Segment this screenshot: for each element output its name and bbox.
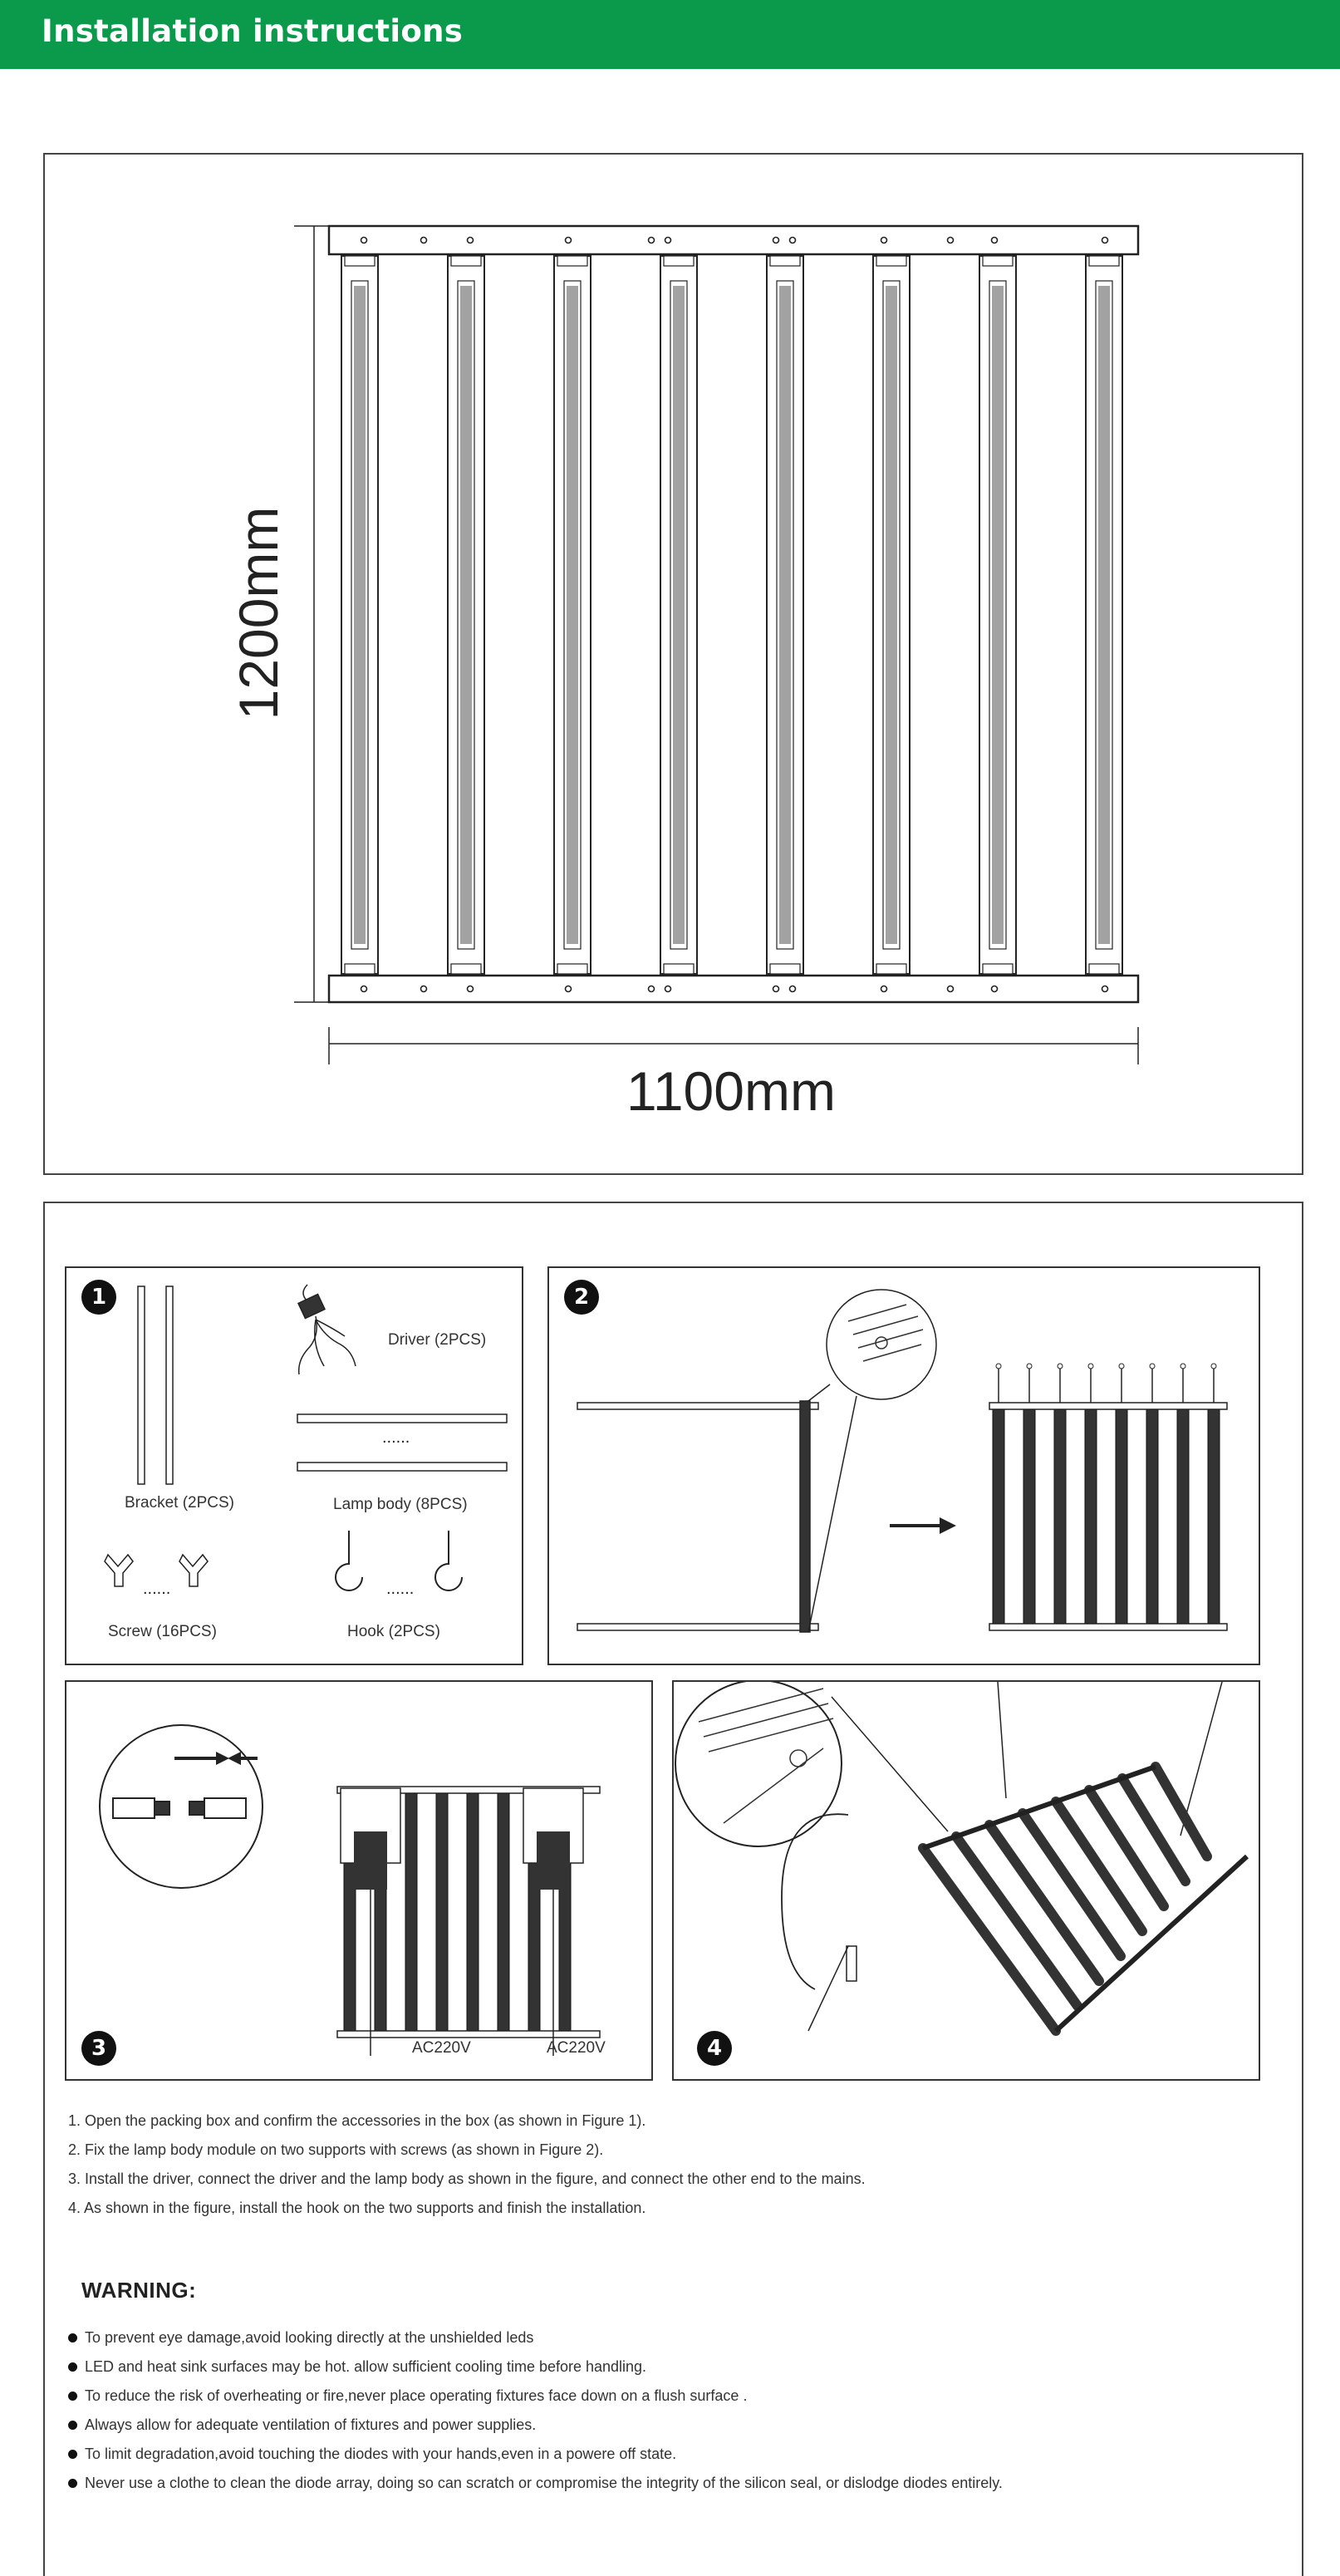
lamp-body-icon — [297, 1413, 508, 1472]
warning-text: LED and heat sink surfaces may be hot. a… — [85, 2358, 647, 2375]
figure-1-accessories: 1 ...... ...... — [65, 1266, 523, 1665]
page-header: Installation instructions — [0, 0, 1340, 69]
warning-text: To reduce the risk of overheating or fir… — [85, 2387, 748, 2404]
hanging-drawing — [675, 1682, 1249, 2036]
accessories-drawing: ...... ...... ...... — [104, 1284, 508, 1598]
bracket-caption: Bracket (2PCS) — [125, 1494, 234, 1512]
bracket-icon — [137, 1286, 174, 1485]
warning-list: To prevent eye damage,avoid looking dire… — [68, 2323, 1264, 2498]
ac220v-left-label: AC220V — [412, 2039, 471, 2057]
driver-icon — [297, 1284, 356, 1375]
figure-2-assembly: 2 — [547, 1266, 1260, 1665]
fixture-dimension-drawing: 1100mm 1200mm — [228, 224, 1140, 1122]
svg-text:......: ...... — [382, 1428, 410, 1447]
hook-caption: Hook (2PCS) — [347, 1623, 440, 1640]
svg-text:......: ...... — [386, 1580, 414, 1598]
warning-text: To prevent eye damage,avoid looking dire… — [85, 2329, 534, 2346]
warning-item: To reduce the risk of overheating or fir… — [68, 2382, 1264, 2411]
wiring-drawing — [99, 1724, 601, 2056]
figure-1-number: 1 — [81, 1280, 116, 1315]
assembly-drawing — [577, 1289, 1228, 1633]
step-text: 3. Install the driver, connect the drive… — [68, 2170, 866, 2187]
bullet-icon — [68, 2450, 77, 2459]
page-title: Installation instructions — [42, 13, 464, 49]
screw-icon — [104, 1553, 209, 1587]
installation-steps: 1. Open the packing box and confirm the … — [68, 2107, 1264, 2223]
warning-text: To limit degradation,avoid touching the … — [85, 2446, 677, 2462]
screw-caption: Screw (16PCS) — [108, 1623, 217, 1640]
warning-item: LED and heat sink surfaces may be hot. a… — [68, 2352, 1264, 2382]
warning-title: WARNING: — [81, 2278, 197, 2303]
step-text: 4. As shown in the figure, install the h… — [68, 2200, 646, 2216]
figure-3-number: 3 — [81, 2031, 116, 2066]
step-text: 1. Open the packing box and confirm the … — [68, 2112, 646, 2129]
figure-4-number: 4 — [697, 2031, 732, 2066]
lamp-body-caption: Lamp body (8PCS) — [333, 1496, 468, 1513]
bullet-icon — [68, 2479, 77, 2488]
bullet-icon — [68, 2421, 77, 2430]
hook-icon — [335, 1531, 463, 1591]
warning-item: To limit degradation,avoid touching the … — [68, 2440, 1264, 2469]
figure-4-hanging: 4 — [672, 1680, 1260, 2081]
warning-item: Always allow for adequate ventilation of… — [68, 2411, 1264, 2440]
bullet-icon — [68, 2362, 77, 2372]
driver-caption: Driver (2PCS) — [388, 1331, 487, 1349]
figure-3-wiring: 3 AC220V AC220V — [65, 1680, 653, 2081]
ac220v-right-label: AC220V — [547, 2039, 606, 2057]
warning-item: To prevent eye damage,avoid looking dire… — [68, 2323, 1264, 2352]
warning-item: Never use a clothe to clean the diode ar… — [68, 2469, 1264, 2498]
dimension-panel: 1100mm 1200mm — [43, 153, 1303, 1175]
bullet-icon — [68, 2392, 77, 2401]
figure-2-number: 2 — [564, 1280, 599, 1315]
width-dimension-label: 1100mm — [626, 1060, 836, 1122]
warning-text: Never use a clothe to clean the diode ar… — [85, 2475, 1003, 2491]
bullet-icon — [68, 2333, 77, 2342]
warning-text: Always allow for adequate ventilation of… — [85, 2416, 537, 2433]
svg-text:......: ...... — [143, 1580, 170, 1598]
step-text: 2. Fix the lamp body module on two suppo… — [68, 2141, 604, 2158]
height-dimension-label: 1200mm — [228, 507, 289, 720]
